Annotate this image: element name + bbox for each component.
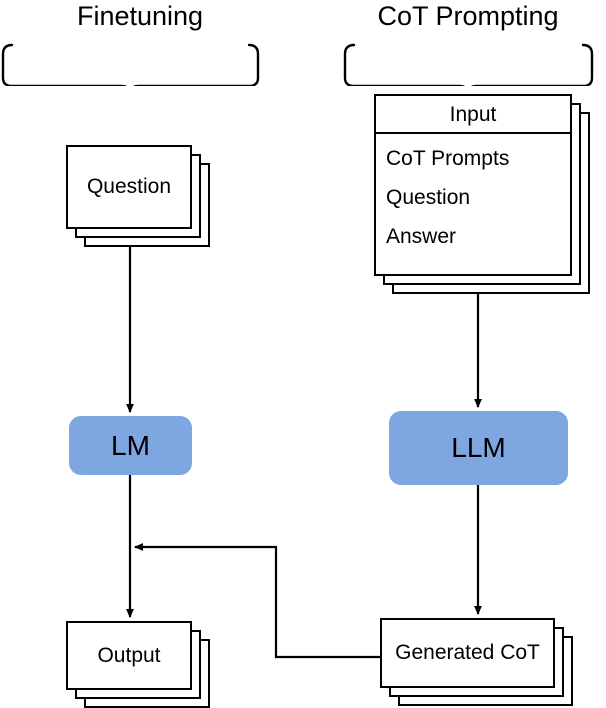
model-box-llm: LLM xyxy=(389,411,568,485)
column-title-finetuning: Finetuning xyxy=(76,1,204,31)
input-row-cot-prompts: CoT Prompts xyxy=(386,147,510,170)
input-row-answer: Answer xyxy=(386,225,457,248)
generated-cot-card-stack: Generated CoT xyxy=(380,618,573,706)
question-card: Question xyxy=(66,145,192,229)
output-card: Output xyxy=(66,621,192,690)
input-card: Input CoT Prompts Question Answer xyxy=(374,94,572,276)
brace-cot-prompting xyxy=(343,43,594,86)
output-card-stack: Output xyxy=(66,621,210,708)
generated-cot-card: Generated CoT xyxy=(380,618,555,688)
input-card-stack: Input CoT Prompts Question Answer xyxy=(374,94,590,294)
question-card-stack: Question xyxy=(66,145,210,247)
model-box-lm: LM xyxy=(69,416,192,475)
input-card-header: Input xyxy=(376,96,570,134)
input-row-question: Question xyxy=(386,186,471,209)
input-card-rows: CoT Prompts Question Answer xyxy=(376,134,570,258)
column-title-cot-prompting: CoT Prompting xyxy=(377,1,559,31)
brace-finetuning xyxy=(1,43,260,86)
